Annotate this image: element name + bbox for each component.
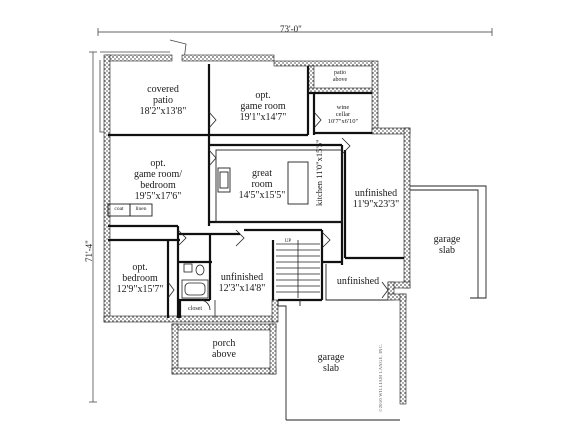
stairs-up-label: UP (284, 239, 292, 244)
room-size: 18'2"x13'8" (139, 106, 187, 117)
room-name: garage slab (433, 234, 461, 256)
unfinished-small-label: unfinished (330, 276, 386, 287)
room-size: 12'3"x14'8" (218, 283, 266, 294)
room-name: unfinished (354, 188, 398, 199)
room-name: porch above (212, 338, 236, 360)
stairs (276, 240, 320, 298)
unfinished-center-label: unfinished 12'3"x14'8" (212, 272, 272, 294)
garage-slab-right-label: garage slab (422, 234, 472, 256)
width-dimension: 73'-0" (280, 24, 302, 34)
coat-closet-label: coat (114, 206, 124, 212)
door-swings (167, 111, 389, 311)
room-name: opt. game room/ bedroom (133, 158, 183, 191)
room-size: 19'1"x14'7" (239, 112, 287, 123)
porch-above-label: porch above (196, 338, 252, 360)
width-dimension-line (97, 28, 493, 36)
room-name: unfinished (336, 276, 380, 287)
garage-slab-bottom-label: garage slab (306, 352, 356, 374)
room-name: opt. bedroom (122, 262, 158, 284)
depth-dimension: 71'-4" (84, 240, 94, 262)
covered-patio-label: covered patio 18'2"x13'8" (128, 84, 198, 117)
bath-fixtures (181, 263, 216, 318)
patio-above-label: patio above (320, 70, 360, 84)
room-name: closet (188, 306, 202, 312)
unfinished-right-label: unfinished 11'9"x23'3" (350, 188, 402, 210)
room-name: garage slab (317, 352, 345, 374)
great-room-label: great room 14'5"x15'5" (232, 168, 292, 201)
room-name: patio above (332, 70, 348, 83)
depth-dimension-line (89, 51, 97, 403)
room-size: 19'5"x17'6" (134, 191, 182, 202)
opt-bedroom-label: opt. bedroom 12'9"x15'7" (112, 262, 168, 295)
copyright-text: ©2010 WILLIAM LANGE, INC. (378, 343, 383, 412)
room-name: unfinished (220, 272, 264, 283)
kitchen-label: kitchen 11'0"x15'5" (314, 139, 324, 206)
room-size: 10'7"x6'10" (327, 118, 359, 125)
room-name: great room (251, 168, 273, 190)
room-size: 12'9"x15'7" (116, 284, 164, 295)
room-name: covered patio (147, 84, 179, 106)
room-name: wine cellar (335, 104, 351, 118)
linen-closet-label: linen (135, 206, 147, 212)
detail-walls (107, 149, 487, 421)
foundation-walls (103, 54, 411, 405)
closet-label: closet (180, 306, 210, 313)
room-size: 11'0"x15'5" (314, 139, 324, 179)
room-size: 14'5"x15'5" (238, 190, 286, 201)
game-room-label: opt. game room 19'1"x14'7" (228, 90, 298, 123)
room-name: opt. game room (240, 90, 286, 112)
room-size: 11'9"x23'3" (352, 199, 400, 210)
room-name: kitchen (314, 180, 324, 206)
game-room-bedroom-label: opt. game room/ bedroom 19'5"x17'6" (118, 158, 198, 202)
wine-cellar-label: wine cellar 10'7"x6'10" (318, 104, 368, 125)
